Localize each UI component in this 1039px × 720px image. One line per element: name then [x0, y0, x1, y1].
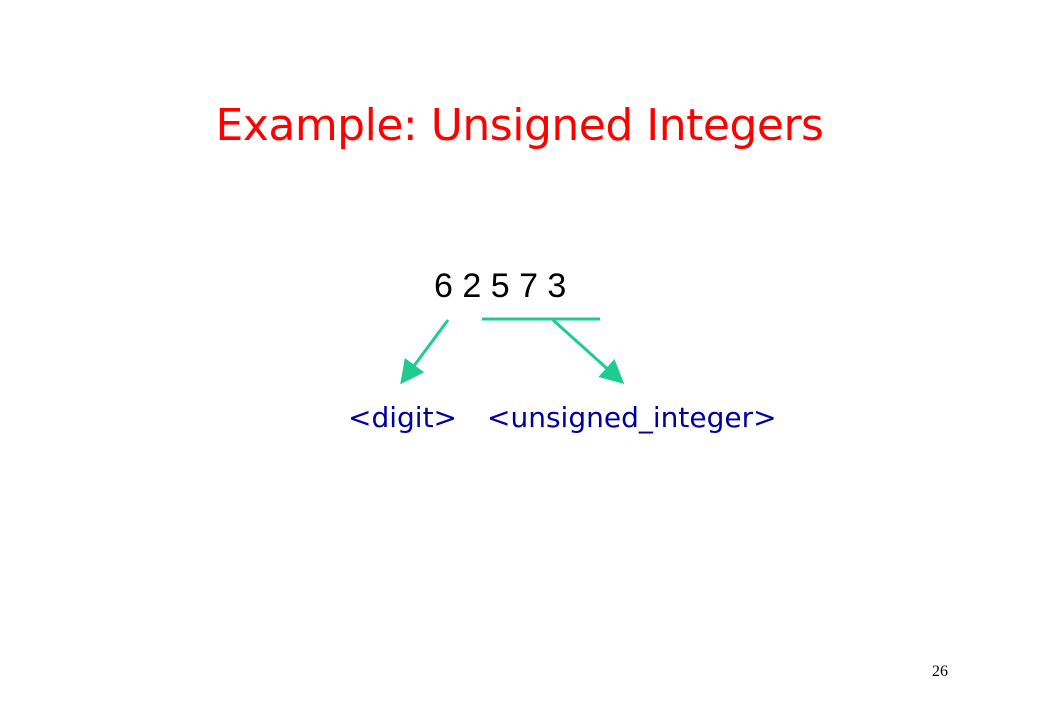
page-number: 26 — [932, 663, 948, 680]
nonterminal-unsigned-integer: <unsigned_integer> — [487, 401, 777, 434]
nonterminal-digit: <digit> — [348, 401, 458, 434]
arrow-to-digit — [400, 319, 450, 385]
digit-sequence: 6 2 5 7 3 — [434, 267, 567, 305]
arrow-to-unsigned-integer — [551, 318, 625, 385]
slide-title: Example: Unsigned Integers — [215, 100, 824, 151]
